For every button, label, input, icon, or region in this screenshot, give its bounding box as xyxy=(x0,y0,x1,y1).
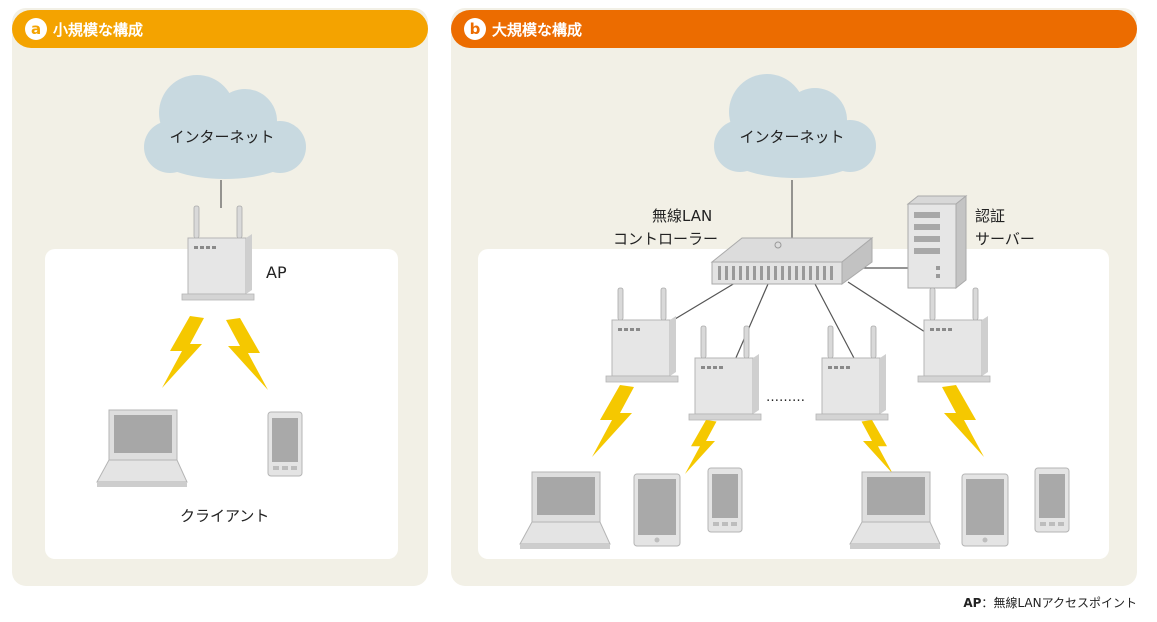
phone-client-small xyxy=(267,411,303,477)
legend-sep: ： xyxy=(981,596,994,610)
tablet-client-large-2 xyxy=(961,473,1009,547)
bolt-icon xyxy=(942,385,984,457)
bolt-icon xyxy=(592,385,634,457)
bolt-icon xyxy=(162,316,204,388)
wireless-lan-controller xyxy=(710,236,874,285)
banner-large-config: b 大規模な構成 xyxy=(451,10,1137,48)
ap-small xyxy=(181,205,255,301)
cloud-label-small: インターネット xyxy=(169,128,275,146)
server-label-line1: 認証 xyxy=(975,207,1006,225)
badge-a: a xyxy=(25,18,47,40)
tablet-client-large-1 xyxy=(633,473,681,547)
cloud-label-large: インターネット xyxy=(739,128,845,146)
banner-small-config: a 小規模な構成 xyxy=(12,10,428,48)
ap-large-1 xyxy=(605,287,679,383)
ap-ellipsis: ……… xyxy=(766,390,805,405)
legend-key: AP xyxy=(963,596,982,610)
laptop-client-small xyxy=(96,409,188,488)
laptop-client-large-2 xyxy=(849,471,941,550)
badge-b: b xyxy=(464,18,486,40)
bolt-icon xyxy=(226,318,268,390)
ap-large-2 xyxy=(688,325,762,421)
ap-label: AP xyxy=(266,263,287,282)
title-large-config: 大規模な構成 xyxy=(492,20,583,39)
laptop-client-large-1 xyxy=(519,471,611,550)
legend-value: 無線LANアクセスポイント xyxy=(993,596,1137,610)
phone-client-large-2 xyxy=(1034,467,1070,533)
client-label: クライアント xyxy=(180,507,270,525)
link-controller-ap3 xyxy=(814,283,856,361)
server-label-line2: サーバー xyxy=(975,230,1035,248)
bolt-icon xyxy=(861,420,893,474)
link-controller-ap4 xyxy=(847,281,926,333)
phone-client-large-1 xyxy=(707,467,743,533)
ap-large-3 xyxy=(815,325,889,421)
client-area-small xyxy=(45,249,398,559)
controller-label-line2: コントローラー xyxy=(613,230,719,248)
ap-large-4 xyxy=(917,287,991,383)
bolt-icon xyxy=(685,420,717,474)
legend: AP：無線LANアクセスポイント xyxy=(963,594,1137,611)
link-controller-ap2 xyxy=(734,283,769,361)
title-small-config: 小規模な構成 xyxy=(53,20,144,39)
controller-label-line1: 無線LAN xyxy=(652,207,713,225)
authentication-server xyxy=(906,194,968,290)
